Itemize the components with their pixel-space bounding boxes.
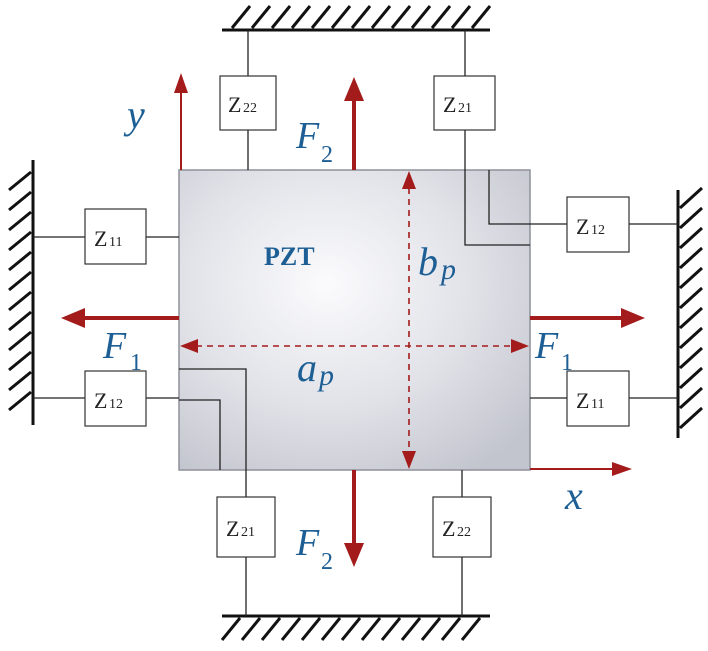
- impedance-box-left-bottom: Z 12: [84, 370, 147, 427]
- force-f1-right-sub: 1: [561, 350, 573, 376]
- impedance-label-left-top-sub: 11: [109, 235, 122, 250]
- force-arrow-f1-left: [61, 308, 179, 328]
- wall-top: [222, 5, 492, 32]
- impedance-box-top-right: Z 21: [433, 75, 496, 131]
- force-arrow-f2-up: [344, 77, 364, 170]
- wall-bottom: [220, 614, 490, 641]
- force-arrow-f2-down: [344, 470, 364, 567]
- impedance-label-top-right-sub: 21: [458, 101, 472, 116]
- axis-y-label: y: [123, 92, 145, 137]
- impedance-label-left-bottom-sub: 12: [109, 397, 123, 412]
- corner-trace-top-right-outer: [464, 170, 530, 246]
- axis-x-arrow: [530, 462, 632, 476]
- impedance-box-right-bottom: Z 11: [566, 370, 630, 427]
- impedance-box-bottom-right: Z 22: [432, 496, 492, 558]
- force-f1-left-sub: 1: [130, 350, 142, 376]
- force-f2-bottom-sub: 2: [321, 549, 333, 575]
- impedance-label-left-top-base: Z: [94, 226, 107, 251]
- force-label-f1-left: F 1: [102, 325, 142, 376]
- dimension-a-p-base: a: [297, 345, 317, 390]
- wall-left: [8, 160, 35, 425]
- wall-left-hatch: [8, 170, 32, 412]
- impedance-label-top-right-base: Z: [443, 92, 456, 117]
- corner-trace-bottom-left-inner: [179, 399, 221, 470]
- force-f2-top-sub: 2: [321, 142, 333, 168]
- dimension-a-p-sub: p: [317, 359, 334, 392]
- dimension-a-p-line: [180, 339, 529, 353]
- force-f1-left-base: F: [102, 325, 127, 367]
- impedance-label-top-left-base: Z: [228, 92, 241, 117]
- axis-x-label: x: [564, 473, 583, 518]
- dimension-label-b-p: b p: [418, 239, 456, 286]
- pzt-label: PZT: [264, 242, 315, 271]
- impedance-label-bottom-right-base: Z: [442, 516, 455, 541]
- impedance-label-top-left-sub: 22: [243, 101, 257, 116]
- impedance-label-right-top-base: Z: [576, 214, 589, 239]
- force-f2-bottom-base: F: [295, 522, 320, 564]
- pzt-plate: [178, 169, 531, 471]
- wall-right: [676, 186, 704, 438]
- wall-top-hatch: [230, 5, 492, 29]
- corner-trace-top-right-inner: [488, 170, 530, 225]
- axis-y-arrow: [174, 73, 188, 170]
- impedance-label-right-top-sub: 12: [591, 223, 605, 238]
- impedance-wires: [33, 30, 678, 616]
- corner-trace-bottom-left-outer: [179, 368, 247, 470]
- impedance-label-bottom-left-sub: 21: [241, 525, 255, 540]
- impedance-label-left-bottom-base: Z: [94, 388, 107, 413]
- impedance-box-top-left: Z 22: [219, 75, 277, 131]
- impedance-label-bottom-left-base: Z: [226, 516, 239, 541]
- dimension-b-p-sub: p: [439, 253, 456, 286]
- impedance-box-bottom-left: Z 21: [216, 496, 276, 558]
- impedance-label-bottom-right-sub: 22: [457, 525, 471, 540]
- dimension-label-a-p: a p: [297, 345, 334, 392]
- force-label-f1-right: F 1: [534, 325, 573, 376]
- impedance-label-right-bottom-sub: 11: [591, 397, 604, 412]
- wall-bottom-hatch: [220, 617, 482, 641]
- dimension-b-p-base: b: [418, 239, 438, 284]
- impedance-box-right-top: Z 12: [566, 196, 630, 253]
- dimension-b-p-line: [402, 171, 416, 469]
- force-f2-top-base: F: [295, 115, 320, 157]
- wall-right-hatch: [678, 186, 704, 430]
- force-arrow-f1-right: [530, 308, 645, 328]
- impedance-label-right-bottom-base: Z: [576, 388, 589, 413]
- force-label-f2-top: F 2: [295, 115, 333, 168]
- force-f1-right-base: F: [534, 325, 559, 367]
- impedance-box-left-top: Z 11: [84, 208, 147, 265]
- force-label-f2-bottom: F 2: [295, 522, 333, 575]
